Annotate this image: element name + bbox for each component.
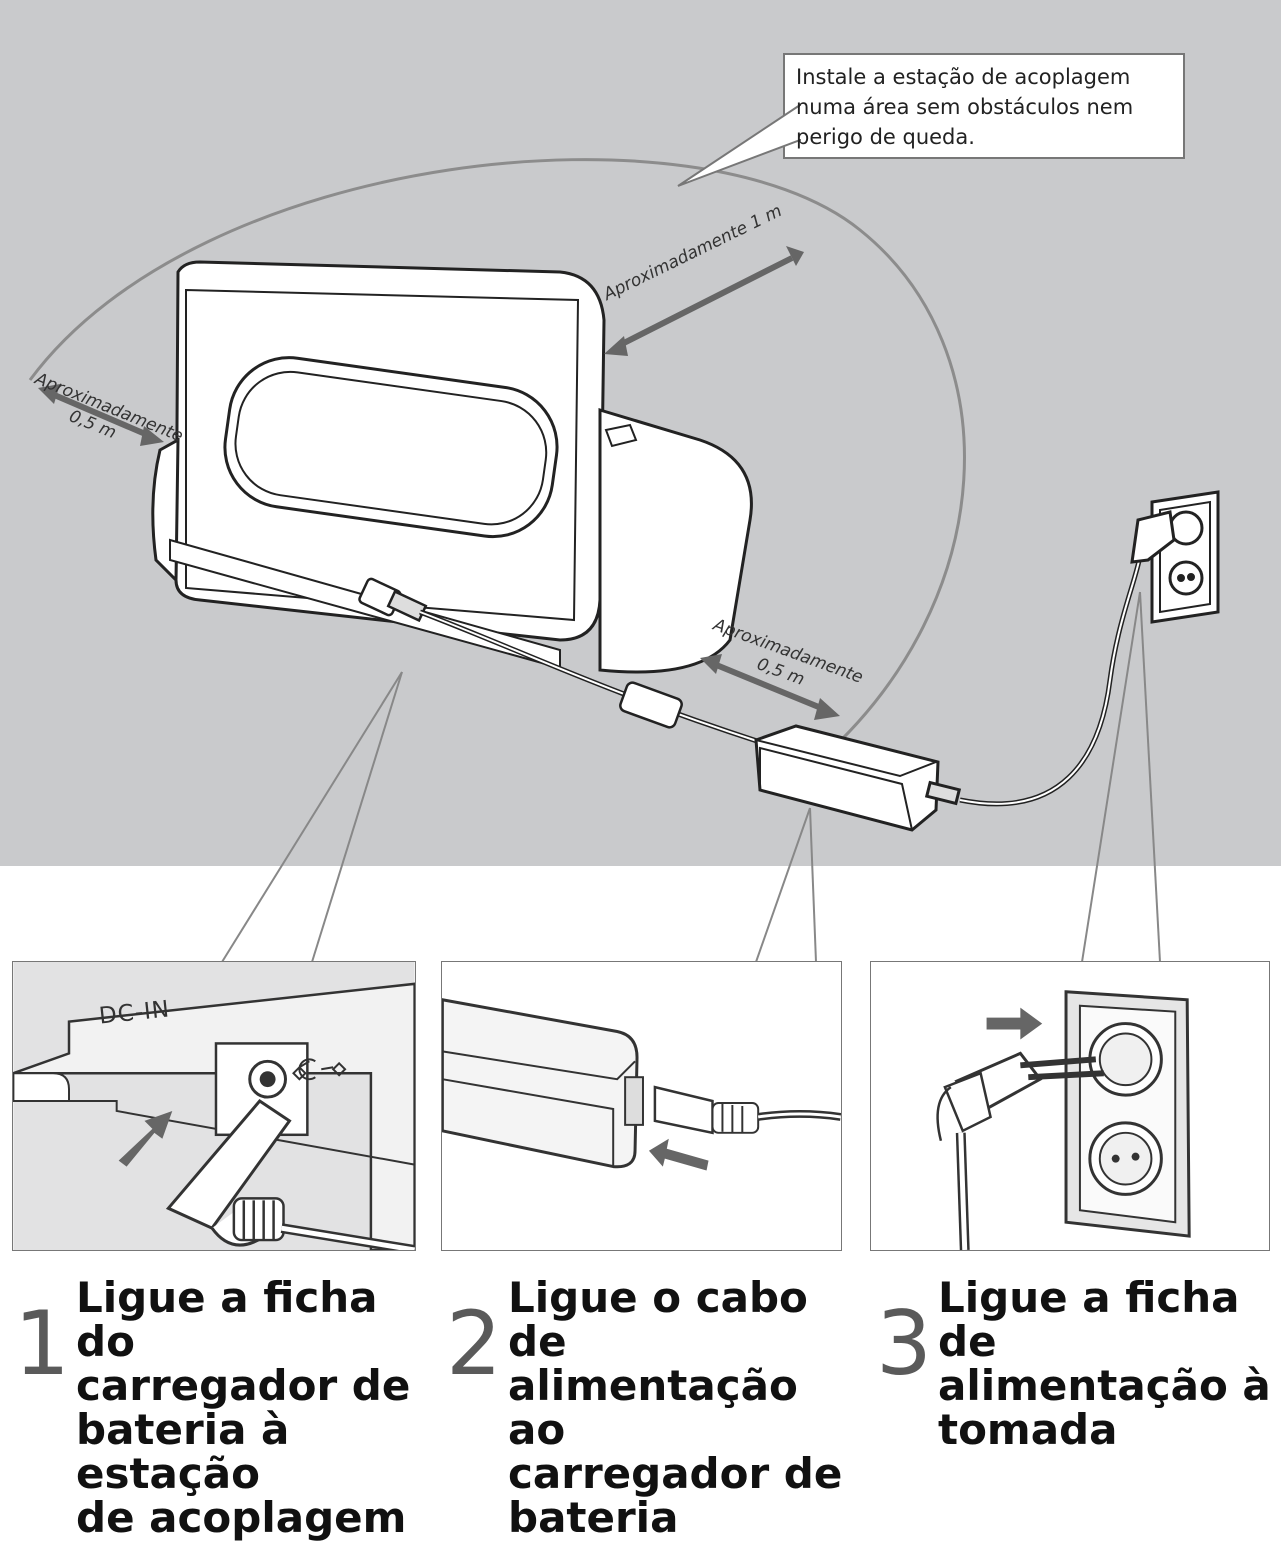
- detail-panel-dc-in: DC-IN: [12, 961, 416, 1251]
- step-2: 2 Ligue o cabo de alimentação ao carrega…: [446, 1276, 866, 1540]
- step-3-text: Ligue a ficha de alimentação à tomada: [938, 1273, 1271, 1454]
- step-2-text: Ligue o cabo de alimentação ao carregado…: [508, 1273, 843, 1542]
- detail-panel-socket: [870, 961, 1270, 1251]
- callout-text: Instale a estação de acoplagem numa área…: [796, 65, 1134, 149]
- step-1-number: 1: [14, 1292, 70, 1395]
- zoom-connectors: [221, 591, 1161, 963]
- dc-in-illustration: [13, 962, 415, 1250]
- docking-station: [151, 260, 753, 674]
- distance-arrows: [38, 246, 840, 720]
- adapter-illustration: [442, 998, 841, 1171]
- insert-arrow: [648, 1138, 709, 1171]
- insert-arrow: [986, 1007, 1043, 1040]
- step-2-number: 2: [446, 1292, 502, 1395]
- step-1-text: Ligue a ficha do carregador de bateria à…: [76, 1273, 411, 1542]
- step-3-number: 3: [876, 1292, 932, 1395]
- power-adapter: [754, 724, 962, 832]
- step-1: 1 Ligue a ficha do carregador de bateria…: [14, 1276, 434, 1540]
- clearance-arc: [28, 158, 966, 762]
- wall-socket: [1130, 490, 1220, 624]
- callout-box: [783, 53, 1185, 159]
- insert-arrow: [118, 1110, 173, 1167]
- main-illustration: [28, 53, 1220, 963]
- ferrite-bead: [619, 681, 683, 729]
- step-3: 3 Ligue a ficha de alimentação à tomada: [876, 1276, 1276, 1452]
- socket-illustration: [936, 990, 1191, 1250]
- detail-panel-adapter: [441, 961, 842, 1251]
- callout-tail: [677, 103, 801, 187]
